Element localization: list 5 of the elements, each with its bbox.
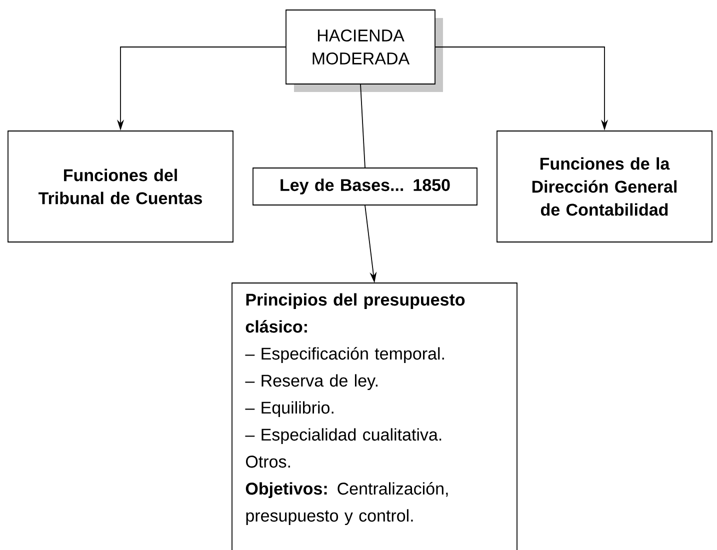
topic-box: Funciones del Tribunal de Cuentas bbox=[8, 130, 234, 242]
content-box: Principios del presupuesto clásico: – Especificación temporal. – Reserva de ley. – Equilibrio. – Especialidad cualitativa. Otros. Objetivos: Centralización, presupuesto y control. bbox=[232, 282, 518, 550]
topic-box: Funciones de la Dirección General de Contabilidad bbox=[496, 130, 712, 242]
topic-box: Ley de Bases... 1850 bbox=[252, 168, 478, 206]
title-box: HACIENDA MODERADA bbox=[286, 10, 443, 92]
